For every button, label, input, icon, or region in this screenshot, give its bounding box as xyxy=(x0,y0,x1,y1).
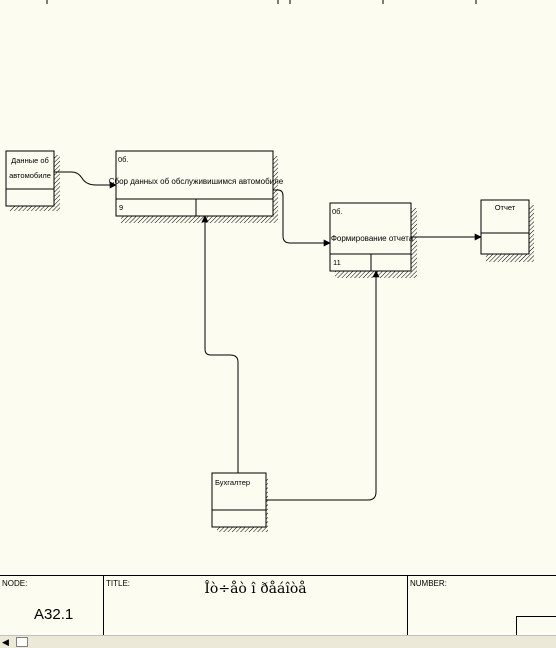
activity-collect-code: 0б. xyxy=(118,155,129,164)
node-value: A32.1 xyxy=(34,606,74,623)
arrow-accountant-to-collect xyxy=(201,215,239,473)
arrow-collect-to-form xyxy=(273,189,331,247)
external-data-label-line1: Данные об xyxy=(11,156,49,165)
number-caption: NUMBER: xyxy=(410,579,447,588)
arrow-data-to-collect xyxy=(54,171,117,189)
scroll-left-arrow-icon[interactable]: ◀ xyxy=(2,637,9,647)
title-caption: TITLE: xyxy=(106,579,131,588)
activity-form-number: 11 xyxy=(333,258,341,267)
top-frame-lines xyxy=(46,0,477,4)
arrow-accountant-to-form xyxy=(266,270,380,501)
activity-box-collect[interactable]: 0б. Сбор данных об обслуживишимся автомо… xyxy=(109,150,284,223)
external-report[interactable]: Отчет xyxy=(480,199,534,262)
node-cell: NODE: A32.1 xyxy=(0,576,104,636)
scrollbar-thumb[interactable] xyxy=(16,637,28,647)
activity-form-label: Формирование отчета xyxy=(331,234,414,243)
activity-collect-label: Сбор данных об обслуживишимся автомобиле xyxy=(109,177,284,186)
idef0-diagram-canvas: Данные об автомобиле 0б. Сбор данных об … xyxy=(5,0,534,532)
number-cell: NUMBER: xyxy=(408,576,556,636)
title-value: Îò÷åò î ðåáîòå xyxy=(204,581,307,597)
title-cell: TITLE: Îò÷åò î ðåáîòå xyxy=(104,576,408,636)
node-caption: NODE: xyxy=(2,579,28,588)
number-corner-box xyxy=(516,616,556,636)
external-report-label: Отчет xyxy=(495,203,516,212)
activity-collect-number: 9 xyxy=(119,203,123,212)
horizontal-scrollbar[interactable]: ◀ xyxy=(0,635,556,648)
activity-box-form[interactable]: 0б. Формирование отчета 11 xyxy=(329,202,417,278)
activity-form-code: 0б. xyxy=(332,207,343,216)
external-accountant-label: Бухгалтер xyxy=(215,478,250,487)
arrows xyxy=(54,171,482,501)
external-data-label-line2: автомобиле xyxy=(9,171,51,180)
external-accountant[interactable]: Бухгалтер xyxy=(211,472,268,532)
title-block: NODE: A32.1 TITLE: Îò÷åò î ðåáîòå NUMBER… xyxy=(0,575,556,636)
external-data-automobile[interactable]: Данные об автомобиле xyxy=(5,150,60,211)
